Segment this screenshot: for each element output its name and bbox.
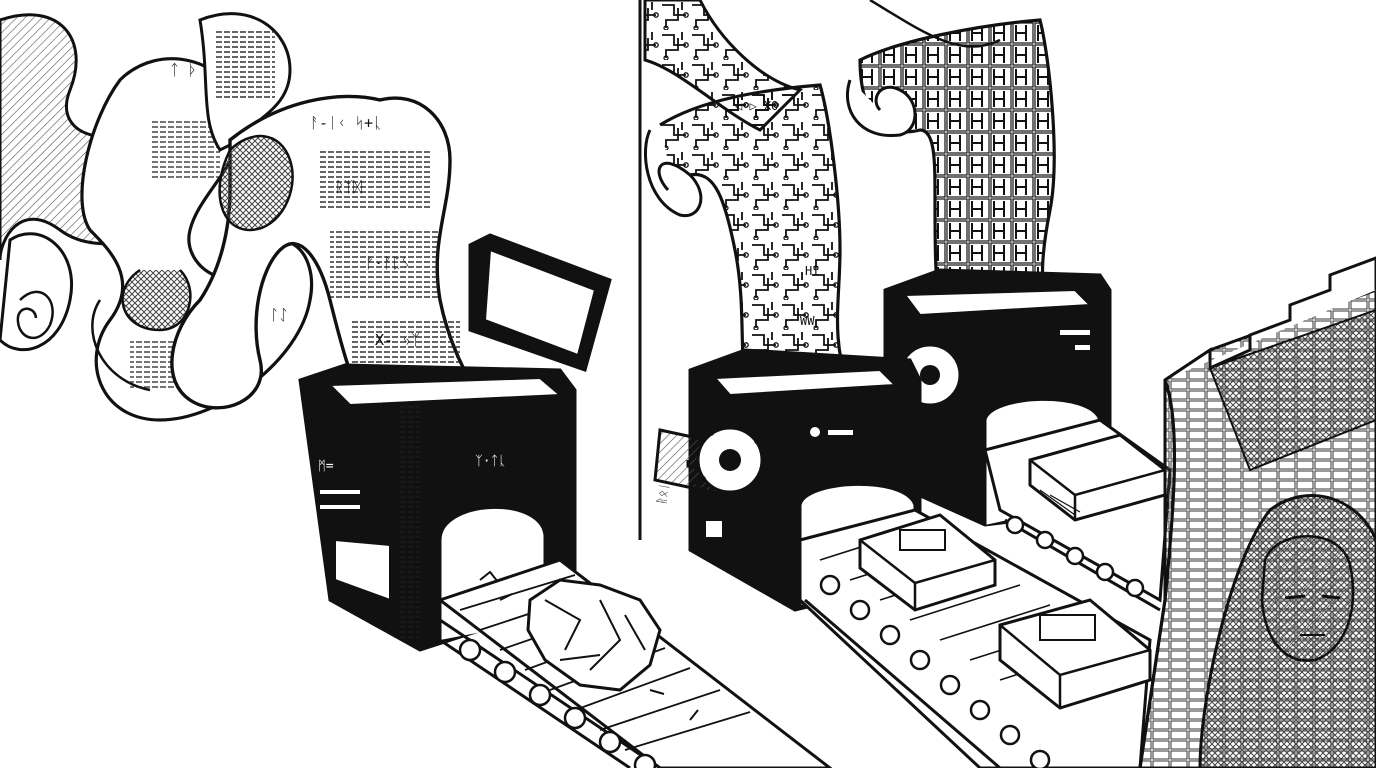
circuit-glyph-1: ◁ ▷ XO [734, 99, 778, 113]
shredder-glyph-1: ᛗ= [318, 459, 334, 474]
left-panel: ᛏ ᚦ HXT ᚨ-ᛁᚲ ᛋ+ᚳ ᚱᛉᛞ ᚠ·ᚨᛈᛊ ᛚᛇ X- ᛃᛉ [0, 12, 833, 768]
scroll-glyph-2: ᚨ-ᛁᚲ ᛋ+ᚳ [310, 114, 382, 132]
right-panel: ◁ ▷ XO HI WW [643, 0, 1376, 768]
scroll-icon [198, 12, 292, 152]
paper-stack-icon [998, 598, 1152, 710]
shredder-glyph-2: ᛉ·ᛏᚳ [475, 454, 506, 469]
crumpled-paper-icon [479, 570, 699, 721]
circuit-scroll-icon: ◁ ▷ XO HI WW [643, 83, 853, 392]
gear-icon [653, 416, 774, 504]
paper-stack-icon [858, 513, 997, 612]
circuit-glyph-3: WW [800, 314, 815, 328]
scroll-glyph-5: ᛚᛇ [270, 306, 288, 324]
hooded-figure-icon [1198, 494, 1376, 768]
printer-glyph: ᚱᛟᛁ [654, 482, 672, 506]
circuit-glyph-2: HI [805, 264, 819, 278]
scroll-glyph-3: ᚱᛉᛞ [335, 178, 362, 196]
scroll-glyph-6: X- ᛃᛉ [375, 331, 420, 349]
scroll-glyph-4: ᚠ·ᚨᛈᛊ [365, 254, 410, 272]
